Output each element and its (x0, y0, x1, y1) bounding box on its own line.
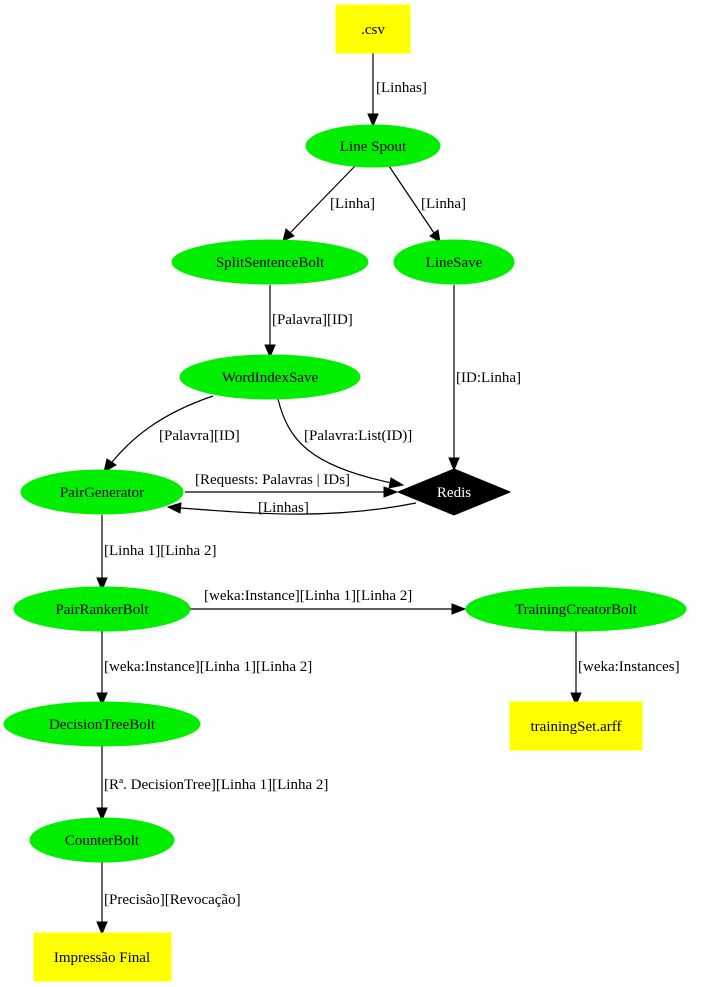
edge-label-linha: [Linha] (421, 196, 466, 212)
edge-label-palavra-id: [Palavra][ID] (159, 428, 240, 444)
edge-ranker-to-training: [weka:Instance][Linha 1][Linha 2] (189, 588, 467, 615)
node-impressao-final: Impressão Final (33, 932, 172, 982)
node-label-training-creator-bolt: TrainingCreatorBolt (515, 602, 638, 618)
node-line-save: LineSave (393, 239, 515, 285)
edge-redis-to-pairgen: [Linhas] (166, 500, 417, 516)
edge-label-palavra-id: [Palavra][ID] (272, 312, 353, 328)
edge-label-requests: [Requests: Palavras | IDs] (195, 472, 350, 488)
node-label-training-set: trainingSet.arff (531, 719, 622, 735)
node-label-split-sentence-bolt: SplitSentenceBolt (216, 255, 325, 271)
node-label-line-save: LineSave (426, 255, 483, 271)
edge-label-ra-decisiontree: [Rª. DecisionTree][Linha 1][Linha 2] (104, 777, 328, 793)
node-label-counter-bolt: CounterBolt (65, 833, 140, 849)
node-split-sentence-bolt: SplitSentenceBolt (171, 239, 369, 285)
edge-label-weka-instances: [weka:Instances] (578, 659, 680, 675)
node-training-set: trainingSet.arff (509, 701, 643, 751)
edge-spout-to-linesave: [Linha] (388, 165, 466, 243)
edge-ranker-to-decision: [weka:Instance][Linha 1][Linha 2] (96, 631, 312, 707)
edge-label-linhas: [Linhas] (376, 80, 427, 96)
node-csv: .csv (335, 4, 411, 54)
node-pair-ranker-bolt: PairRankerBolt (13, 586, 191, 632)
edge-label-linhas: [Linhas] (258, 500, 309, 516)
edge-decision-to-counter: [Rª. DecisionTree][Linha 1][Linha 2] (96, 746, 328, 822)
edge-wordindex-to-pairgen: [Palavra][ID] (103, 395, 240, 474)
node-label-redis: Redis (437, 485, 471, 501)
edge-label-precisao-revocacao: [Precisão][Revocação] (104, 892, 241, 908)
edge-label-weka-instance: [weka:Instance][Linha 1][Linha 2] (104, 659, 312, 675)
edge-split-to-wordindex: [Palavra][ID] (264, 285, 353, 359)
node-pair-generator: PairGenerator (20, 469, 184, 515)
node-word-index-save: WordIndexSave (179, 354, 361, 400)
node-label-pair-generator: PairGenerator (60, 485, 144, 501)
node-label-decision-tree-bolt: DecisionTreeBolt (49, 717, 156, 733)
node-label-impressao-final: Impressão Final (54, 950, 150, 966)
node-label-pair-ranker-bolt: PairRankerBolt (55, 602, 149, 618)
edge-training-to-arff: [weka:Instances] (570, 631, 680, 707)
node-label-word-index-save: WordIndexSave (222, 370, 319, 386)
edge-counter-to-final: [Precisão][Revocação] (96, 862, 241, 936)
edge-spout-to-split: [Linha] (282, 165, 375, 242)
edge-csv-to-line-spout: [Linhas] (367, 53, 427, 128)
node-label-csv: .csv (361, 22, 385, 38)
node-redis: Redis (396, 468, 512, 516)
node-label-line-spout: Line Spout (340, 139, 407, 155)
edge-pairgen-to-redis: [Requests: Palavras | IDs] (185, 472, 399, 498)
edge-label-id-linha: [ID:Linha] (456, 370, 521, 386)
node-decision-tree-bolt: DecisionTreeBolt (3, 701, 201, 747)
edge-pairgen-to-ranker: [Linha 1][Linha 2] (96, 515, 216, 592)
edge-wordindex-to-redis: [Palavra:List(ID)] (277, 398, 412, 489)
edge-label-linha: [Linha] (330, 196, 375, 212)
edge-label-weka-instance: [weka:Instance][Linha 1][Linha 2] (204, 588, 412, 604)
node-counter-bolt: CounterBolt (29, 817, 175, 863)
node-training-creator-bolt: TrainingCreatorBolt (465, 586, 687, 632)
node-line-spout: Line Spout (305, 124, 441, 168)
edge-label-linha1-linha2: [Linha 1][Linha 2] (104, 543, 216, 559)
edge-label-palavra-list-id: [Palavra:List(ID)] (304, 428, 412, 444)
edge-linesave-to-redis: [ID:Linha] (448, 285, 521, 472)
